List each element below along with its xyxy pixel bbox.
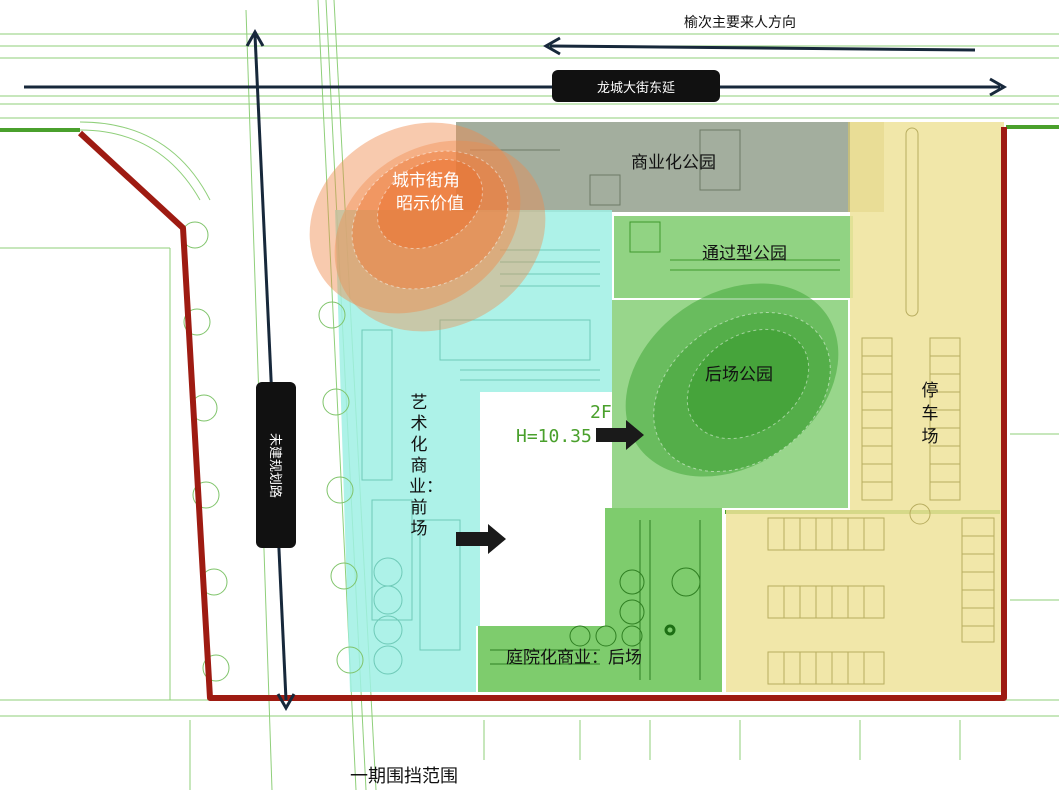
art-commerce-zone — [335, 210, 612, 692]
city-corner-bubble — [309, 122, 546, 332]
unplanned-road-arrow — [245, 28, 296, 712]
unplanned-road-text: 未建规划路 — [266, 432, 282, 498]
corner-label-1: 城市街角 — [392, 171, 460, 191]
building-height: H=10.35 — [516, 426, 592, 447]
art-commerce-label: 艺术化商业：前场 — [409, 393, 443, 539]
back-park-bubble — [625, 283, 839, 477]
corner-label-2: 昭示价值 — [396, 194, 464, 214]
commercial-park-zone — [456, 122, 848, 212]
building-footprint — [482, 392, 605, 620]
main-street-arrow — [24, 77, 1008, 97]
passing-park-zone — [614, 216, 853, 298]
passing-park-label: 通过型公园 — [702, 244, 787, 264]
art-commerce-linework — [361, 249, 600, 675]
site-boundary — [77, 127, 1007, 701]
building-floor: 2F — [590, 402, 612, 423]
direction-note: 榆次主要来人方向 — [684, 15, 796, 31]
courtyard-commerce-zone — [478, 508, 722, 692]
back-park-label: 后场公园 — [705, 365, 773, 385]
unplanned-road-label: 未建规划路 — [256, 382, 296, 548]
flow-arrow-front — [456, 524, 506, 554]
courtyard-commerce-label: 庭院化商业：后场 — [506, 648, 642, 668]
commercial-park-linework — [470, 129, 741, 206]
courtyard-marker — [664, 624, 676, 636]
courtyard-linework — [490, 520, 701, 680]
parking-stalls — [767, 127, 995, 685]
phase-boundary-label: 一期围挡范围 — [350, 766, 458, 787]
flow-arrow-back — [596, 420, 644, 450]
commercial-park-label: 商业化公园 — [631, 153, 716, 173]
direction-arrow — [542, 36, 976, 56]
main-street-label: 龙城大街东延 — [552, 70, 720, 102]
passing-park-linework — [629, 221, 840, 271]
parking-label: 停车场 — [921, 381, 939, 447]
